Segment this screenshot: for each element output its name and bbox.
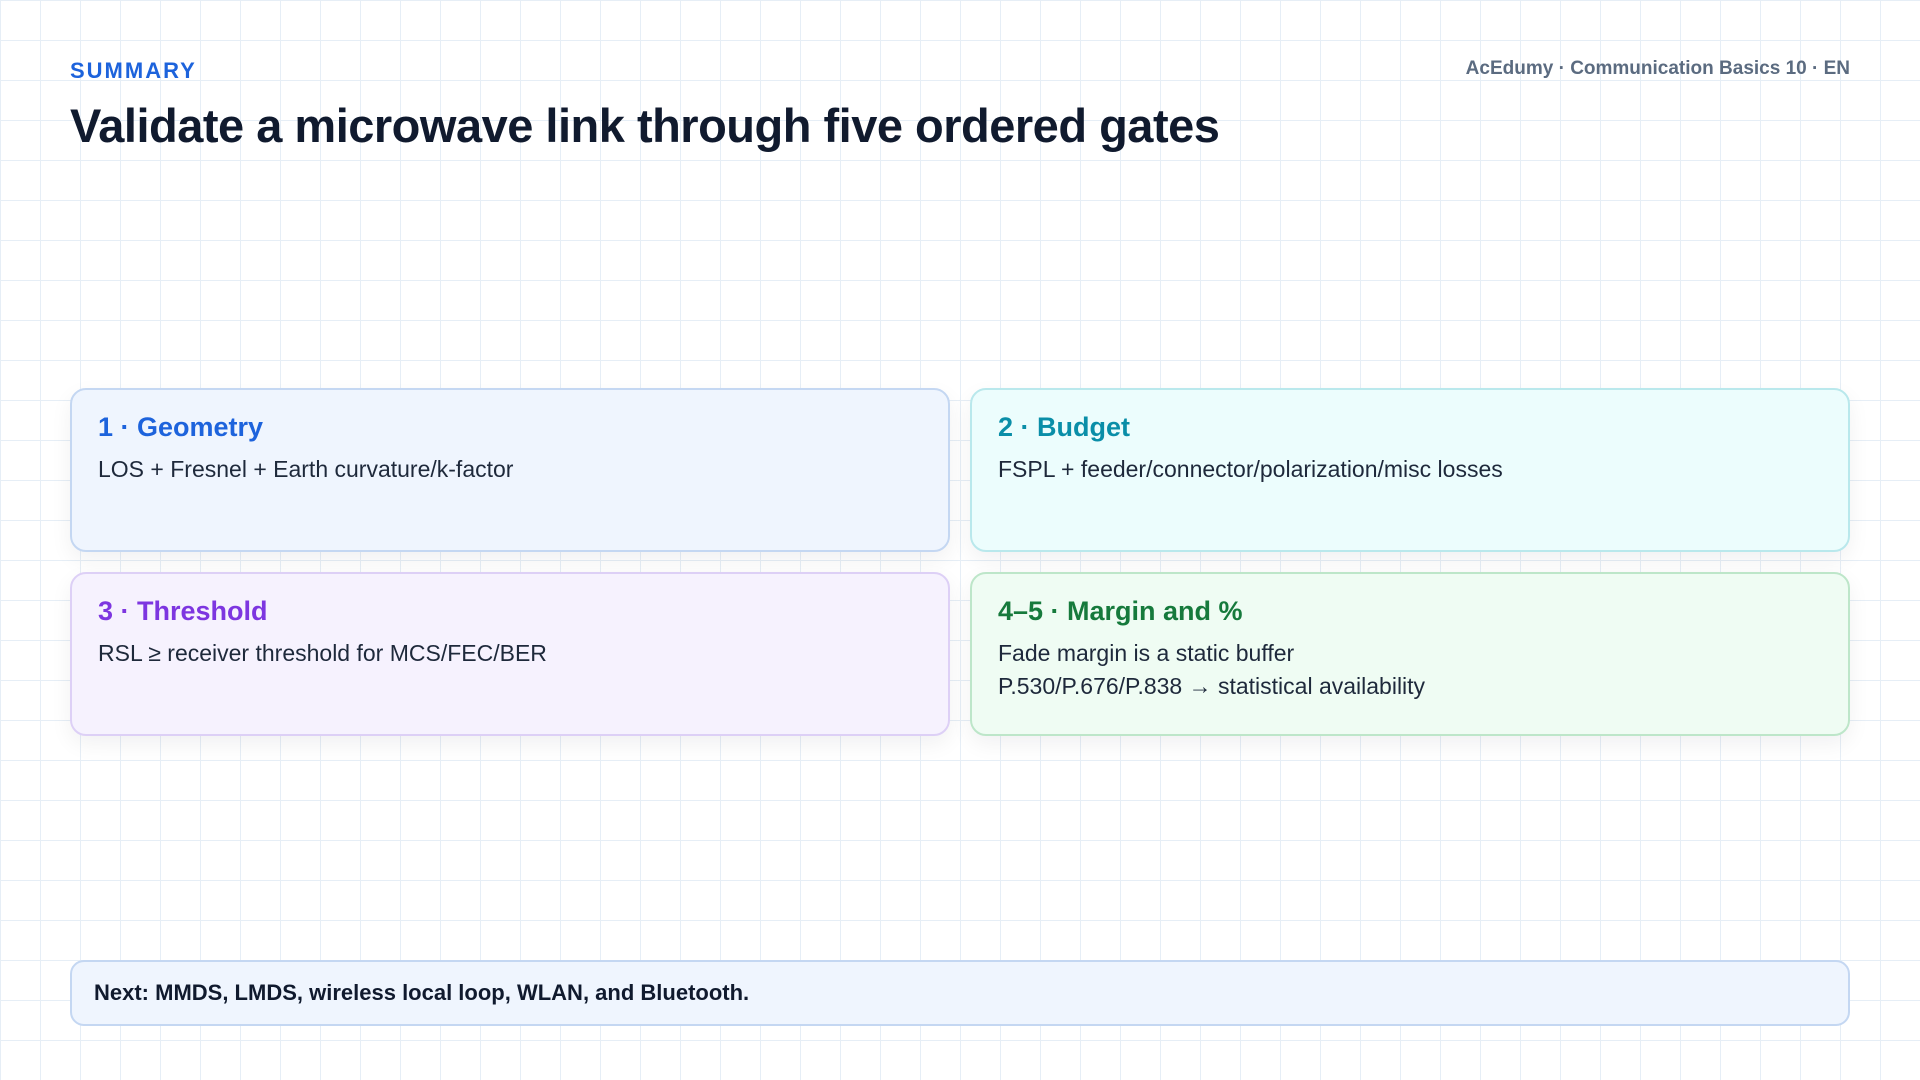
card-line: P.530/P.676/P.838 → statistical availabi… (998, 673, 1426, 699)
card-line: RSL ≥ receiver threshold for MCS/FEC/BER (98, 640, 547, 666)
card-line: Fade margin is a static buffer (998, 640, 1295, 666)
card-title: 4–5 · Margin and % (998, 596, 1243, 626)
card-title: 3 · Threshold (98, 596, 268, 626)
course-meta: AcEdumy · Communication Basics 10 · EN (1465, 58, 1850, 79)
section-eyebrow: SUMMARY (70, 58, 197, 83)
card-margin: 4–5 · Margin and % Fade margin is a stat… (970, 572, 1850, 736)
page-title: Validate a microwave link through five o… (70, 99, 1220, 152)
card-line: FSPL + feeder/connector/polarization/mis… (998, 456, 1503, 482)
card-budget: 2 · Budget FSPL + feeder/connector/polar… (970, 388, 1850, 552)
card-line: LOS + Fresnel + Earth curvature/k-factor (98, 456, 514, 482)
next-topic-text: Next: MMDS, LMDS, wireless local loop, W… (94, 980, 750, 1005)
gate-cards: 1 · Geometry LOS + Fresnel + Earth curva… (70, 388, 1850, 736)
card-threshold: 3 · Threshold RSL ≥ receiver threshold f… (70, 572, 950, 736)
card-geometry: 1 · Geometry LOS + Fresnel + Earth curva… (70, 388, 950, 552)
card-title: 1 · Geometry (98, 412, 264, 442)
card-title: 2 · Budget (998, 412, 1130, 442)
next-topic-banner: Next: MMDS, LMDS, wireless local loop, W… (70, 960, 1850, 1026)
